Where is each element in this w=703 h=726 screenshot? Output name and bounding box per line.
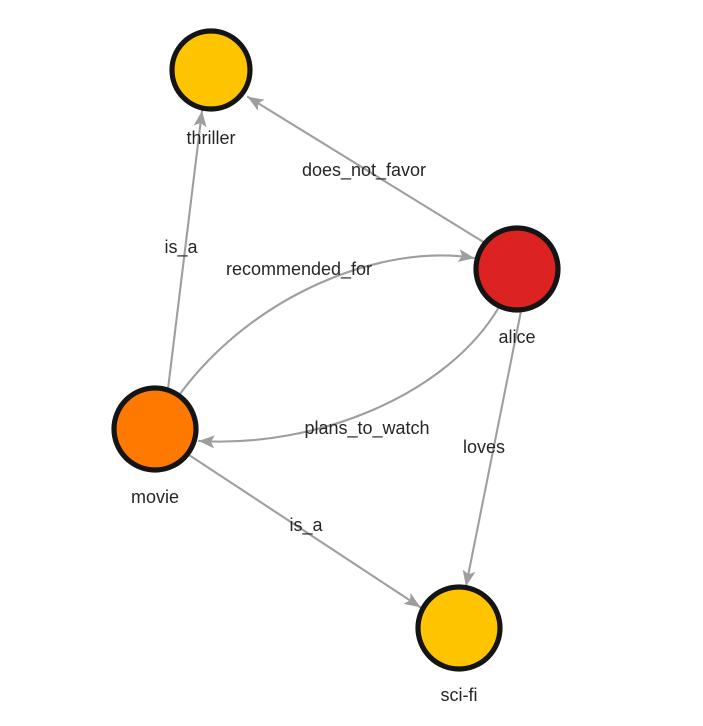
graph-edge-alice-thriller[interactable]	[246, 95, 487, 245]
graph-node-sci-fi[interactable]	[415, 584, 503, 672]
nodes-layer	[111, 28, 561, 672]
edge-label-movie-thriller: is_a	[164, 237, 198, 258]
edge-label-alice-movie: plans_to_watch	[304, 418, 429, 439]
node-label-movie: movie	[131, 487, 179, 507]
edge-labels-layer: does_not_favor is_a recommended_for plans_t…	[164, 160, 505, 536]
node-label-sci-fi: sci-fi	[441, 685, 478, 705]
edges-layer	[166, 95, 523, 609]
edge-label-movie-alice: recommended_for	[226, 259, 372, 280]
graph-node-alice[interactable]	[473, 225, 561, 313]
graph-edge-movie-alice[interactable]	[178, 249, 476, 396]
node-label-thriller: thriller	[186, 128, 235, 148]
graph-node-thriller[interactable]	[169, 28, 253, 112]
edge-label-alice-scifi: loves	[463, 437, 505, 457]
graph-edge-movie-scifi[interactable]	[187, 453, 422, 609]
graph-edge-alice-scifi[interactable]	[462, 309, 523, 588]
node-labels-layer: thriller alice movie sci-fi	[131, 128, 536, 705]
graph-edge-alice-movie[interactable]	[197, 305, 501, 449]
graph-edge-movie-thriller[interactable]	[166, 109, 207, 391]
node-label-alice: alice	[498, 327, 535, 347]
edge-label-alice-thriller: does_not_favor	[302, 160, 426, 181]
graph-node-movie[interactable]	[111, 385, 199, 473]
edge-label-movie-scifi: is_a	[289, 515, 323, 536]
